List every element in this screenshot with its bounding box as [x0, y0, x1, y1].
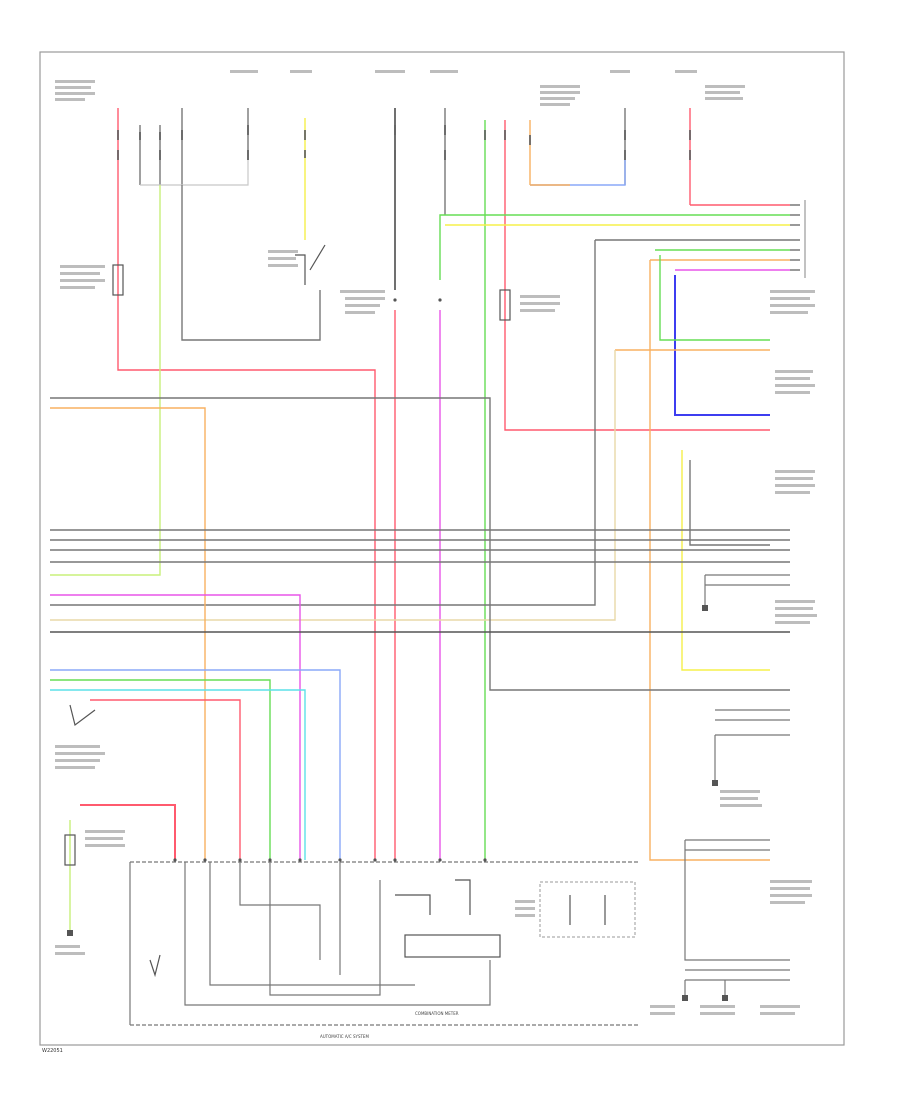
wire-top-bend-1	[140, 160, 249, 186]
connector-icon	[173, 298, 487, 862]
wire-gray-long	[50, 240, 596, 606]
bus-line-magenta	[50, 594, 301, 860]
connector-ticks	[117, 125, 691, 160]
main-wires	[50, 160, 790, 861]
bus-line-red	[90, 699, 241, 860]
wire-green-top-h	[439, 214, 790, 280]
top-connectors	[117, 108, 691, 290]
ground-icon	[67, 605, 728, 1001]
bus-line-green	[50, 679, 271, 860]
diagram-frame	[39, 51, 845, 1046]
wire-top-bend-2	[530, 160, 626, 186]
right-small-wires	[684, 574, 790, 995]
wire-gray-right	[689, 460, 770, 546]
wire-gray-loop	[181, 185, 321, 341]
system-label: AUTOMATIC A/C SYSTEM	[320, 1034, 369, 1039]
wire-orange-right	[649, 260, 770, 861]
wire-red-main	[117, 190, 376, 860]
switch-icon	[295, 244, 326, 285]
component-label-marks	[55, 70, 817, 1015]
meter-indicator-box	[539, 881, 636, 938]
combination-meter-label: COMBINATION METER	[415, 1011, 459, 1016]
meter-display-box	[404, 934, 501, 958]
right-module-pins	[790, 200, 806, 278]
wire-yellow-right	[681, 450, 770, 671]
bus-lines	[50, 397, 790, 930]
wire-green-right	[659, 255, 770, 341]
bus-line-1	[50, 397, 790, 691]
combination-meter	[129, 861, 640, 1026]
bus-line-orange	[50, 407, 206, 860]
bus-line-red-bottom	[80, 804, 176, 860]
bus-line-lightblue	[50, 669, 341, 860]
wire-red-to-module	[504, 290, 770, 431]
bus-line-cyan	[50, 689, 306, 860]
wire-blue-loop	[674, 275, 770, 416]
footer-code: W22051	[42, 1048, 63, 1054]
wire-tan-long	[50, 350, 616, 621]
sensor-icon	[64, 264, 511, 978]
wire-lightgreen-main	[50, 185, 161, 576]
